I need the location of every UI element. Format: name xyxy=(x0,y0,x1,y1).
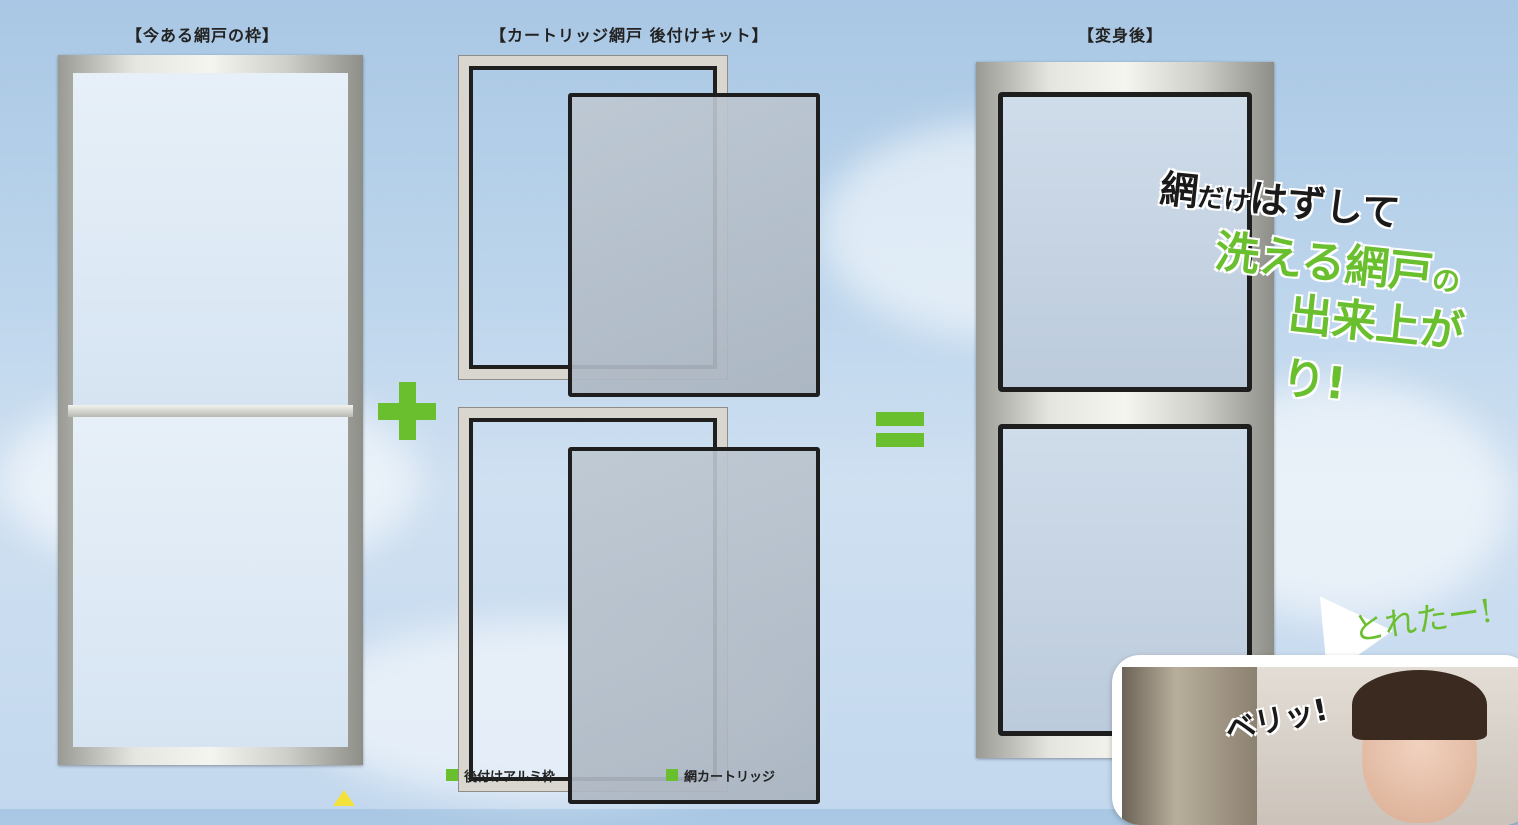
legend-aluminum-frame: 後付けアルミ枠 xyxy=(464,770,555,785)
label-kit: 【カートリッジ網戸 後付けキット】 xyxy=(490,26,769,45)
existing-door-frame xyxy=(58,55,363,765)
upper-pane xyxy=(73,73,348,405)
lower-pane xyxy=(73,417,348,747)
pointer-arrow-icon xyxy=(333,790,355,806)
photo-callout: ベリッ! xyxy=(1112,655,1518,825)
legend-swatch-cartridge xyxy=(666,769,678,781)
headline-line3: 出来上がり! xyxy=(1279,289,1467,411)
legend-swatch-frame xyxy=(446,769,458,781)
legend-net-cartridge: 網カートリッジ xyxy=(684,770,776,785)
photo-door-edge xyxy=(1122,667,1257,825)
kit-net-cartridge-top xyxy=(568,93,820,397)
middle-rail xyxy=(68,405,353,417)
label-after: 【変身後】 xyxy=(1078,26,1164,45)
kit-net-cartridge-bottom xyxy=(568,447,820,804)
photo-hair xyxy=(1352,670,1487,740)
label-existing-frame: 【今ある網戸の枠】 xyxy=(126,26,280,45)
after-door-frame xyxy=(976,62,1274,758)
after-upper-cartridge xyxy=(998,92,1252,392)
